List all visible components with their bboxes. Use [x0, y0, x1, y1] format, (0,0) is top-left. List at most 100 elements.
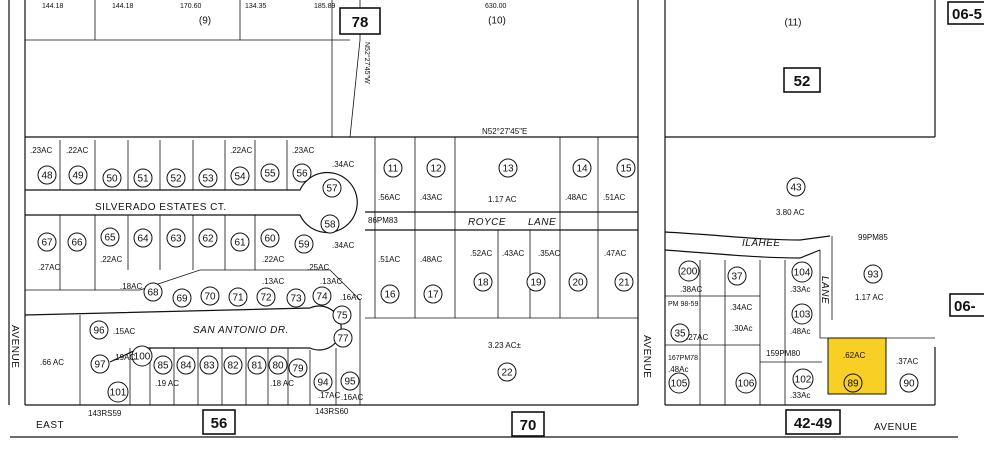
- parcel-21[interactable]: 21: [614, 272, 634, 292]
- parcel-85[interactable]: 85: [153, 355, 173, 375]
- parcel-82[interactable]: 82: [223, 355, 243, 375]
- parcel-50[interactable]: 50: [102, 168, 122, 188]
- parcel-66[interactable]: 66: [67, 232, 87, 252]
- parcel-103[interactable]: 103: [791, 303, 813, 325]
- parcel-14[interactable]: 14: [572, 158, 592, 178]
- parcel-61[interactable]: 61: [230, 232, 250, 252]
- parcel-number: 58: [324, 220, 336, 231]
- parcel-74[interactable]: 74: [312, 286, 332, 306]
- parcel-59[interactable]: 59: [294, 234, 314, 254]
- parcel-circle: [133, 228, 153, 248]
- parcel-95[interactable]: 95: [340, 371, 360, 391]
- parcel-22[interactable]: 22: [497, 362, 517, 382]
- parcel-106[interactable]: 106: [735, 372, 757, 394]
- parcel-17[interactable]: 17: [423, 284, 443, 304]
- parcel-65[interactable]: 65: [100, 227, 120, 247]
- parcel-37[interactable]: 37: [727, 266, 747, 286]
- parcel-63[interactable]: 63: [166, 228, 186, 248]
- parcel-90[interactable]: 90: [899, 373, 919, 393]
- parcel-75[interactable]: 75: [332, 305, 352, 325]
- svg-text:.33Ac: .33Ac: [790, 391, 810, 400]
- parcel-11b[interactable]: 11: [383, 158, 403, 178]
- parcel-105[interactable]: 105: [668, 372, 690, 394]
- parcel-number: 75: [336, 311, 348, 322]
- parcel-73[interactable]: 73: [286, 288, 306, 308]
- parcel-number: 95: [344, 377, 356, 388]
- parcel-62[interactable]: 62: [198, 228, 218, 248]
- parcel-79[interactable]: 79: [288, 358, 308, 378]
- parcel-52[interactable]: 52: [166, 168, 186, 188]
- parcel-16[interactable]: 16: [380, 284, 400, 304]
- parcel-circle: [678, 260, 700, 282]
- parcel-49[interactable]: 49: [68, 165, 88, 185]
- parcel-number: (11): [784, 18, 801, 29]
- parcel-circle: [340, 371, 360, 391]
- svg-text:144.18: 144.18: [42, 3, 64, 10]
- svg-text:1.17 AC: 1.17 AC: [855, 293, 884, 302]
- parcel-56[interactable]: 56: [292, 163, 312, 183]
- svg-text:.34AC: .34AC: [730, 303, 752, 312]
- parcel-81[interactable]: 81: [247, 355, 267, 375]
- parcel-number: 21: [618, 278, 630, 289]
- parcel-20[interactable]: 20: [568, 272, 588, 292]
- parcel-18[interactable]: 18: [473, 272, 493, 292]
- parcel-84[interactable]: 84: [176, 355, 196, 375]
- parcel-number: 43: [790, 183, 802, 194]
- parcel-94[interactable]: 94: [313, 372, 333, 392]
- parcel-13[interactable]: 13: [498, 158, 518, 178]
- parcel-102[interactable]: 102: [792, 368, 814, 390]
- parcel-number: 22: [501, 368, 513, 379]
- parcel-35[interactable]: 35: [670, 323, 690, 343]
- parcel-number: 200: [681, 267, 698, 278]
- street-silverado: SILVERADO ESTATES CT.: [95, 202, 227, 213]
- parcel-71[interactable]: 71: [228, 287, 248, 307]
- svg-text:170.60: 170.60: [180, 3, 202, 10]
- parcel-70[interactable]: 70: [200, 286, 220, 306]
- parcel-60[interactable]: 60: [260, 228, 280, 248]
- parcel-circle: [791, 303, 813, 325]
- parcel-93[interactable]: 93: [863, 264, 883, 284]
- parcel-circle: [320, 214, 340, 234]
- svg-text:.66 AC: .66 AC: [40, 358, 64, 367]
- parcel-57[interactable]: 57: [322, 178, 342, 198]
- parcel-83[interactable]: 83: [199, 355, 219, 375]
- parcel-number: 93: [867, 270, 879, 281]
- top-dimensions: 144.18 144.18 170.60 134.35 185.89 630.0…: [42, 3, 507, 10]
- parcel-77[interactable]: 77: [333, 328, 353, 348]
- parcel-11[interactable]: (11): [784, 18, 801, 29]
- parcel-15[interactable]: 15: [616, 158, 636, 178]
- parcel-number: 68: [147, 288, 159, 299]
- parcel-10[interactable]: (10): [488, 16, 506, 27]
- parcel-101[interactable]: 101: [107, 381, 129, 403]
- page-boxes: 78 52 56 70 42-49 06-5 06-: [202, 1, 984, 437]
- parcel-55[interactable]: 55: [260, 163, 280, 183]
- parcel-19[interactable]: 19: [526, 272, 546, 292]
- parcel-100[interactable]: 100: [131, 345, 153, 367]
- parcel-104[interactable]: 104: [791, 261, 813, 283]
- parcel-67[interactable]: 67: [37, 232, 57, 252]
- parcel-96[interactable]: 96: [89, 320, 109, 340]
- parcel-51[interactable]: 51: [133, 168, 153, 188]
- svg-text:.48Ac: .48Ac: [668, 365, 688, 374]
- parcel-58[interactable]: 58: [320, 214, 340, 234]
- parcel-43[interactable]: 43: [786, 177, 806, 197]
- parcel-54[interactable]: 54: [230, 166, 250, 186]
- parcel-80[interactable]: 80: [268, 355, 288, 375]
- parcel-12[interactable]: 12: [426, 158, 446, 178]
- parcel-number: 71: [232, 293, 244, 304]
- parcel-circle: [312, 286, 332, 306]
- parcel-number: 84: [180, 361, 192, 372]
- parcel-9[interactable]: (9): [199, 16, 211, 27]
- parcel-number: 15: [620, 164, 632, 175]
- svg-text:.35AC: .35AC: [538, 249, 560, 258]
- parcel-97[interactable]: 97: [90, 354, 110, 374]
- parcel-200[interactable]: 200: [678, 260, 700, 282]
- parcel-69[interactable]: 69: [172, 288, 192, 308]
- street-labels: SILVERADO ESTATES CT. ROYCE LANE SAN ANT…: [9, 42, 917, 433]
- parcel-64[interactable]: 64: [133, 228, 153, 248]
- parcel-89[interactable]: 89: [843, 373, 863, 393]
- parcel-48[interactable]: 48: [37, 165, 57, 185]
- parcel-53[interactable]: 53: [198, 168, 218, 188]
- parcel-68[interactable]: 68: [143, 282, 163, 302]
- parcel-72[interactable]: 72: [256, 287, 276, 307]
